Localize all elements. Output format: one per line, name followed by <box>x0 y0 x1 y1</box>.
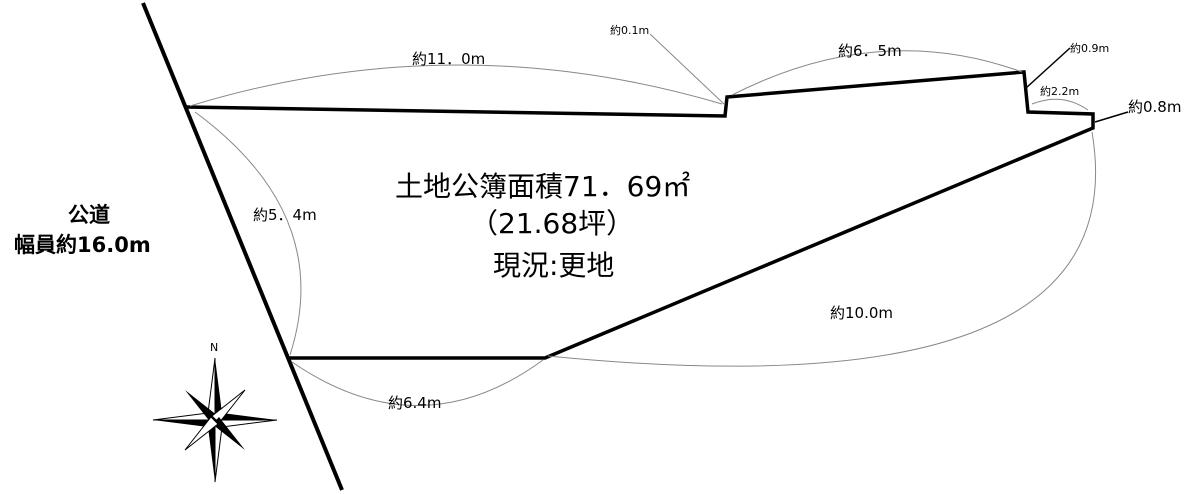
dim-label-right-end: 約0.8m <box>1128 98 1181 116</box>
dim-arc-bottom-right <box>547 131 1097 367</box>
area-official-size: 土地公簿面積71．69㎡ <box>395 170 690 203</box>
leader-notch2 <box>1025 47 1071 89</box>
leader-notch1 <box>649 33 725 105</box>
compass-north-label: N <box>210 341 218 354</box>
dim-arc-bottom-left <box>291 359 544 406</box>
area-tsubo: （21.68坪） <box>470 207 634 240</box>
dim-label-top-mid: 約6．5m <box>838 42 902 60</box>
dim-arc-top-mid <box>731 50 1023 96</box>
road-title: 公道 <box>68 203 110 227</box>
dim-label-notch1: 約0.1m <box>610 23 649 37</box>
compass-icon <box>152 357 278 483</box>
dim-arc-left <box>194 111 302 356</box>
parcel-outline <box>185 70 1095 360</box>
area-current-status: 現況:更地 <box>493 249 614 282</box>
dim-arc-notch3 <box>1031 98 1089 111</box>
dim-label-bottom-left: 約6.4m <box>388 394 441 412</box>
leader-right-end <box>1094 111 1129 123</box>
road-width: 幅員約16.0m <box>14 233 151 257</box>
dim-label-left-side: 約5．4m <box>253 206 317 224</box>
dim-label-notch2: 約0.9m <box>1070 41 1109 55</box>
dim-label-top-left: 約11．0m <box>412 50 485 68</box>
dim-arc-top-left <box>189 64 723 107</box>
dim-label-bottom-right: 約10.0m <box>830 304 893 322</box>
dim-label-notch3: 約2.2m <box>1040 84 1079 98</box>
road-boundary-line <box>141 2 344 491</box>
